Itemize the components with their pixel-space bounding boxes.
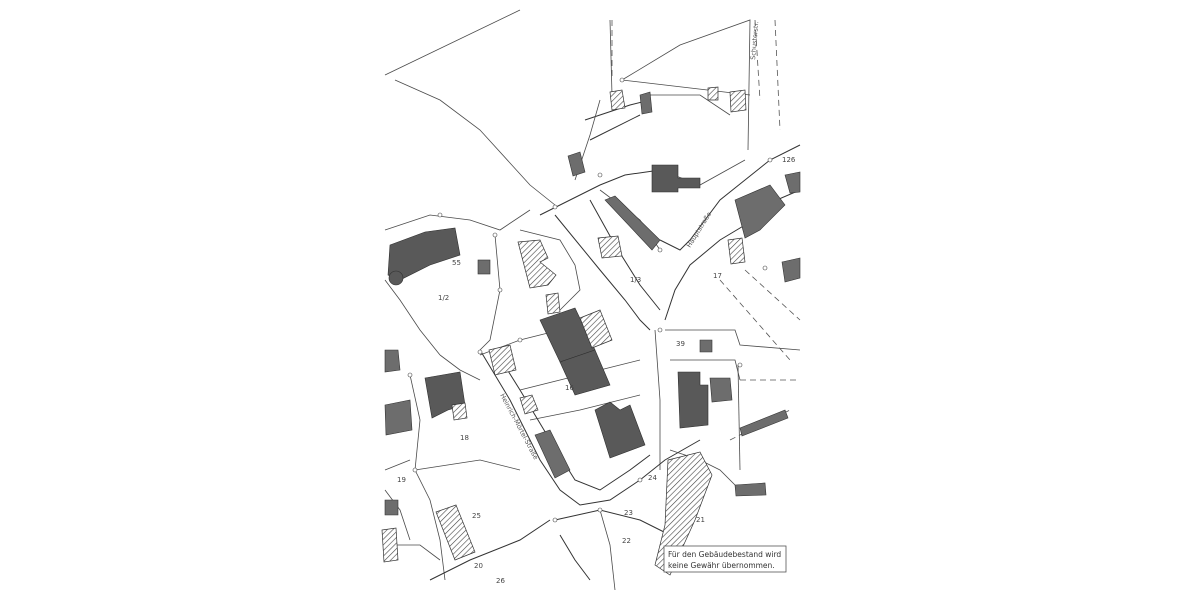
parcel-label: 1/2 (438, 294, 449, 302)
legend-note-line1: Für den Gebäudebestand wird (668, 550, 781, 559)
parcel-label: 26 (496, 577, 505, 585)
parcel-label: 126 (782, 156, 796, 164)
buildings (384, 91, 801, 516)
parcel-label: 55 (452, 259, 461, 267)
hatched-buildings (381, 86, 747, 576)
parcel-label: 1/3 (630, 276, 641, 284)
parcel-label: 39 (676, 340, 685, 348)
street-label-east: Hauptstraße (685, 211, 713, 249)
legend-note-line2: keine Gewähr übernommen. (668, 561, 775, 570)
parcel-label: 21 (696, 516, 705, 524)
legend-note-box (663, 545, 787, 573)
parcel-label: 22 (622, 537, 631, 545)
parcel-label: 20 (474, 562, 483, 570)
street-label-north: Schusterstr. (749, 21, 760, 60)
legend-note: Für den Gebäudebestand wird keine Gewähr… (663, 545, 787, 573)
parcel-label: 25 (472, 512, 481, 520)
parcel-label: 23 (624, 509, 633, 517)
parcel-label: 19 (397, 476, 406, 484)
parcel-label: 24 (648, 474, 657, 482)
parcel-label: 18 (460, 434, 469, 442)
parcel-label: 17 (713, 272, 722, 280)
parcel-labels: 1/2 1/3 18 16 25 39 24 23 22 21 20 26 19… (397, 156, 796, 585)
survey-points (407, 77, 773, 523)
parcel-label: 16 (565, 384, 574, 392)
